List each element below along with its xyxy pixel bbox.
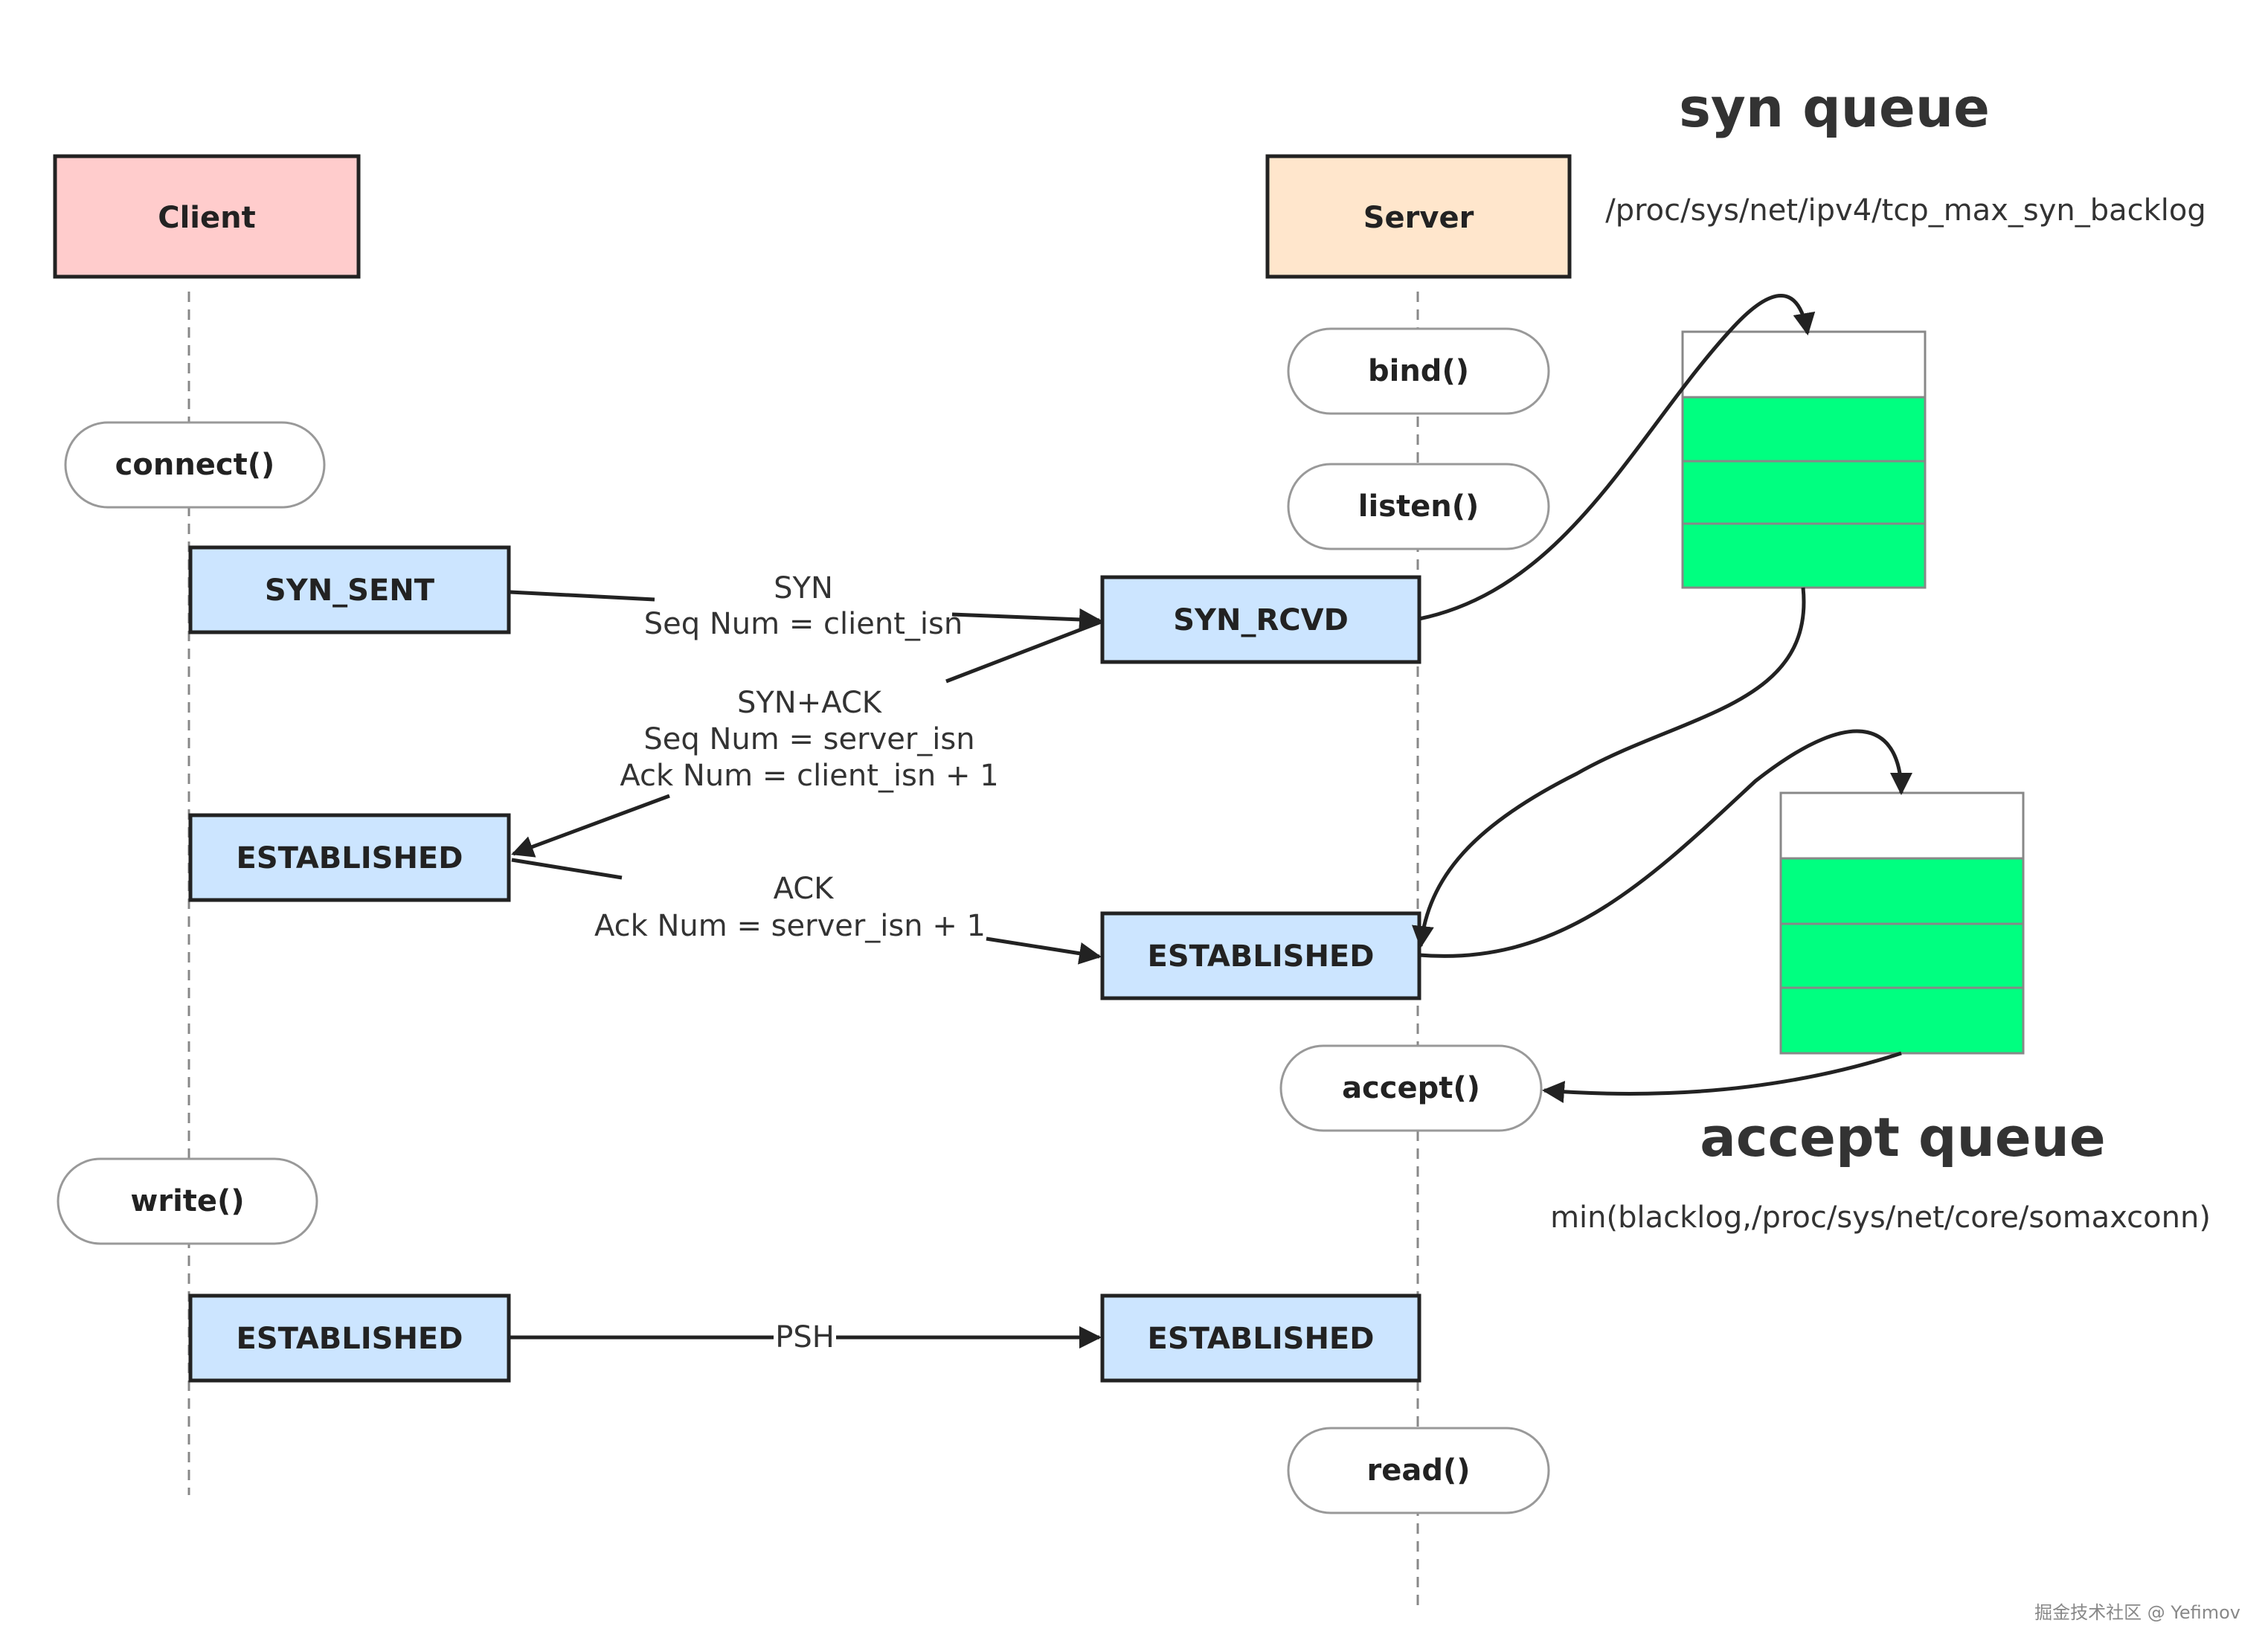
server-state-established-2: ESTABLISHED (1100, 1293, 1421, 1383)
accept-queue-to-accept-arrow (1542, 1051, 1902, 1104)
syn-rcvd-to-syn-queue-arrow (1419, 294, 1816, 621)
syn-queue-path: /proc/sys/net/ipv4/tcp_max_syn_backlog (1605, 193, 2206, 228)
accept-call: accept() (1279, 1044, 1543, 1132)
synack-line-1: SYN+ACK (737, 686, 883, 720)
accept-queue-slot (1779, 986, 2025, 1055)
syn-queue-slot (1681, 396, 1927, 463)
ack-line-2: Ack Num = server_isn + 1 (594, 909, 986, 943)
ack-line-1: ACK (774, 872, 835, 906)
synack-line-2: Seq Num = server_isn (643, 722, 974, 756)
watermark: 掘金技术社区 @ Yefimov (2034, 1602, 2240, 1623)
listen-label: listen() (1358, 489, 1480, 524)
syn-queue-slot (1681, 460, 1927, 525)
syn-message: SYN Seq Num = client_isn (510, 571, 1102, 641)
accept-label: accept() (1342, 1071, 1480, 1105)
server-established-label-2: ESTABLISHED (1148, 1322, 1375, 1356)
established-to-accept-queue-arrow (1419, 729, 1912, 958)
read-label: read() (1366, 1453, 1470, 1488)
client-label: Client (158, 201, 256, 235)
client-participant: Client (53, 154, 361, 279)
syn-sent-label: SYN_SENT (265, 573, 435, 608)
synack-line-3: Ack Num = client_isn + 1 (620, 759, 998, 793)
syn-rcvd-label: SYN_RCVD (1173, 603, 1349, 637)
client-state-established-2: ESTABLISHED (188, 1293, 511, 1383)
syn-line-2: Seq Num = client_isn (644, 607, 963, 641)
syn-line-1: SYN (774, 571, 833, 605)
server-label: Server (1363, 201, 1474, 235)
syn-queue-title: syn queue (1679, 77, 1990, 139)
accept-queue-slot (1779, 857, 2025, 925)
write-label: write() (130, 1184, 244, 1218)
server-participant: Server (1265, 154, 1572, 279)
connect-label: connect() (115, 448, 275, 482)
syn-queue: syn queue /proc/sys/net/ipv4/tcp_max_syn… (1605, 77, 2206, 589)
ack-message: ACK Ack Num = server_isn + 1 (511, 858, 1102, 965)
client-state-established-1: ESTABLISHED (188, 813, 511, 902)
server-established-label-1: ESTABLISHED (1148, 939, 1375, 974)
accept-queue: accept queue min(blacklog,/proc/sys/net/… (1550, 791, 2211, 1235)
synack-message: SYN+ACK Seq Num = server_isn Ack Num = c… (511, 620, 1102, 858)
syn-queue-to-established-arrow (1412, 587, 1806, 948)
server-state-syn-rcvd: SYN_RCVD (1100, 575, 1421, 664)
client-established-label-1: ESTABLISHED (237, 841, 463, 875)
listen-call: listen() (1287, 463, 1550, 550)
connect-call: connect() (64, 421, 326, 509)
syn-queue-slot (1681, 522, 1927, 589)
server-state-established-1: ESTABLISHED (1100, 911, 1421, 1000)
read-call: read() (1287, 1427, 1550, 1514)
psh-message: PSH (510, 1320, 1102, 1354)
bind-label: bind() (1368, 354, 1469, 388)
accept-queue-path: min(blacklog,/proc/sys/net/core/somaxcon… (1550, 1201, 2211, 1235)
write-call: write() (57, 1157, 318, 1245)
client-established-label-2: ESTABLISHED (237, 1322, 463, 1356)
client-state-syn-sent: SYN_SENT (188, 545, 511, 634)
psh-label: PSH (775, 1320, 835, 1354)
accept-queue-title: accept queue (1700, 1106, 2106, 1169)
accept-queue-slot (1779, 922, 2025, 989)
bind-call: bind() (1287, 327, 1550, 415)
